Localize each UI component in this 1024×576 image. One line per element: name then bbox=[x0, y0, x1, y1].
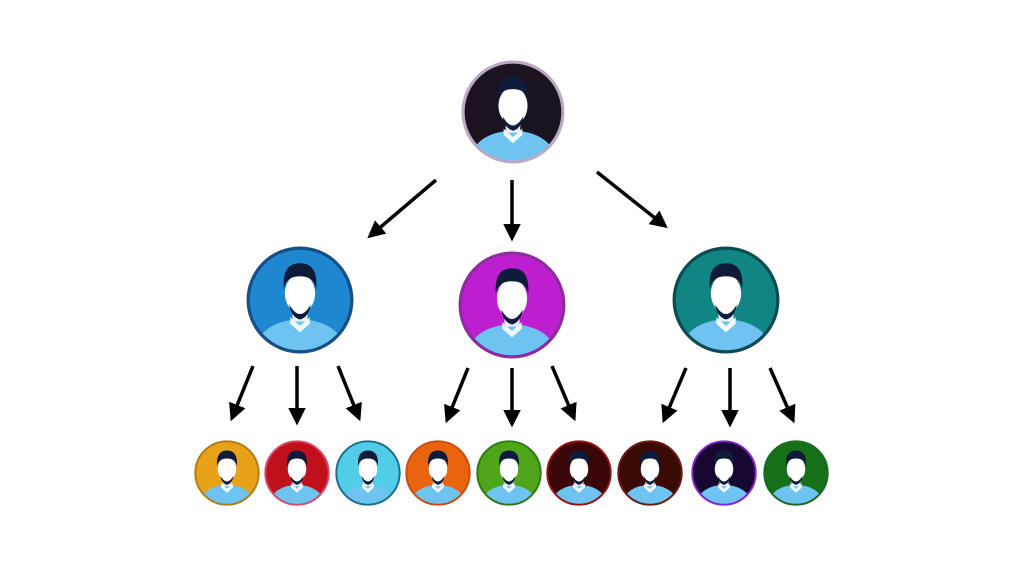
avatar-border bbox=[763, 440, 829, 506]
person-icon bbox=[200, 450, 254, 505]
arrow bbox=[595, 170, 668, 229]
avatar-border bbox=[461, 60, 565, 164]
person-icon bbox=[341, 450, 395, 505]
arrows bbox=[229, 170, 796, 428]
arrow bbox=[550, 365, 577, 422]
person-icon bbox=[697, 450, 751, 505]
person-icon bbox=[471, 76, 555, 162]
avatar-border bbox=[405, 440, 471, 506]
avatar-border bbox=[617, 440, 683, 506]
team-member-avatar bbox=[691, 440, 757, 506]
person-icon bbox=[482, 450, 536, 505]
team-member-avatar bbox=[194, 440, 260, 506]
arrow bbox=[367, 178, 438, 239]
person-icon bbox=[411, 450, 465, 505]
avatar-border bbox=[672, 246, 780, 354]
avatar-border bbox=[246, 246, 354, 354]
person-icon bbox=[682, 263, 770, 352]
person-icon bbox=[552, 450, 606, 505]
person-icon bbox=[468, 268, 556, 357]
root-avatar bbox=[461, 60, 565, 164]
avatar-border bbox=[691, 440, 757, 506]
team-member-avatar bbox=[763, 440, 829, 506]
nodes bbox=[194, 60, 829, 506]
manager-avatar bbox=[246, 246, 354, 354]
team-member-avatar bbox=[405, 440, 471, 506]
arrow bbox=[336, 365, 362, 422]
avatar-border bbox=[335, 440, 401, 506]
avatar-border bbox=[458, 251, 566, 359]
team-member-avatar bbox=[335, 440, 401, 506]
avatar-border bbox=[476, 440, 542, 506]
avatar-border bbox=[264, 440, 330, 506]
manager-avatar bbox=[458, 251, 566, 359]
arrow bbox=[768, 367, 796, 424]
avatar-border bbox=[194, 440, 260, 506]
arrow bbox=[229, 365, 255, 422]
person-icon bbox=[769, 450, 823, 505]
person-icon bbox=[270, 450, 324, 505]
team-member-avatar bbox=[476, 440, 542, 506]
arrow bbox=[444, 367, 470, 424]
manager-avatar bbox=[672, 246, 780, 354]
team-member-avatar bbox=[617, 440, 683, 506]
person-icon bbox=[623, 450, 677, 505]
person-icon bbox=[256, 263, 344, 352]
avatar-border bbox=[546, 440, 612, 506]
team-member-avatar bbox=[546, 440, 612, 506]
team-member-avatar bbox=[264, 440, 330, 506]
arrow bbox=[661, 367, 688, 424]
